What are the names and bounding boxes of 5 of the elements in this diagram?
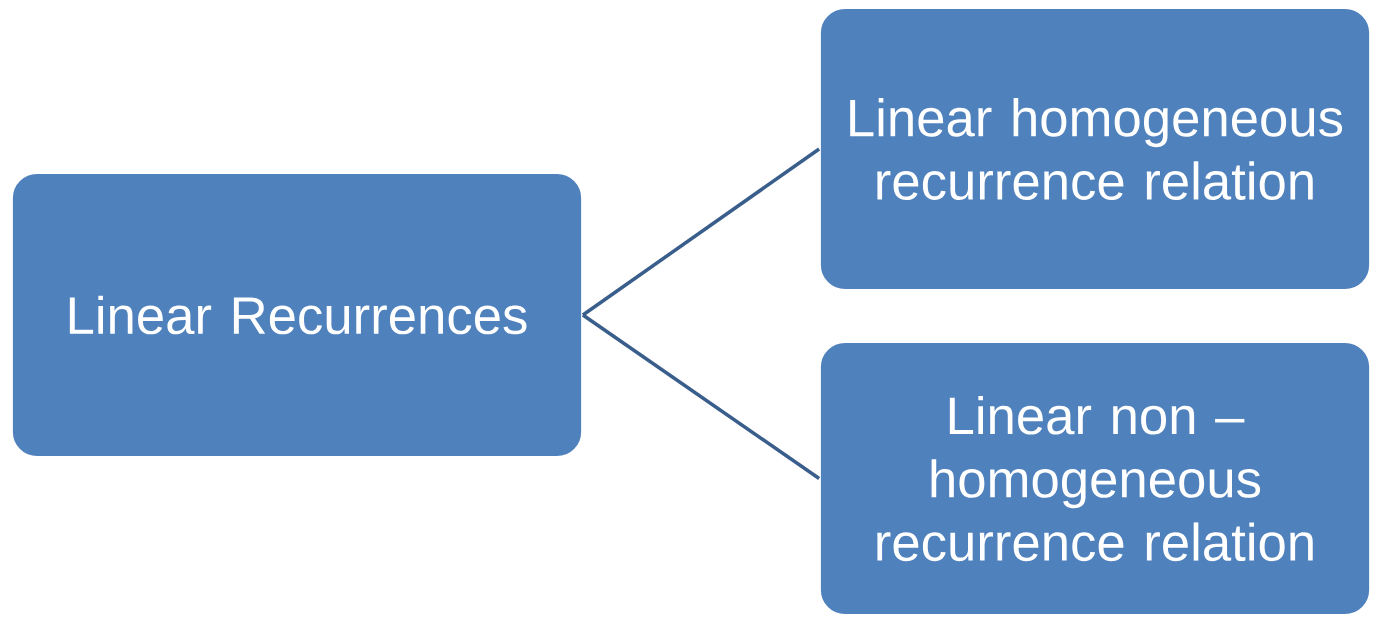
connector-line (581, 147, 821, 317)
process-box: Linear homogeneous recurrence relation (819, 7, 1371, 291)
connector-line (581, 313, 821, 480)
process-box: Linear Recurrences (11, 172, 583, 458)
process-box: Linear non – homogeneous recurrence relation (819, 341, 1371, 616)
